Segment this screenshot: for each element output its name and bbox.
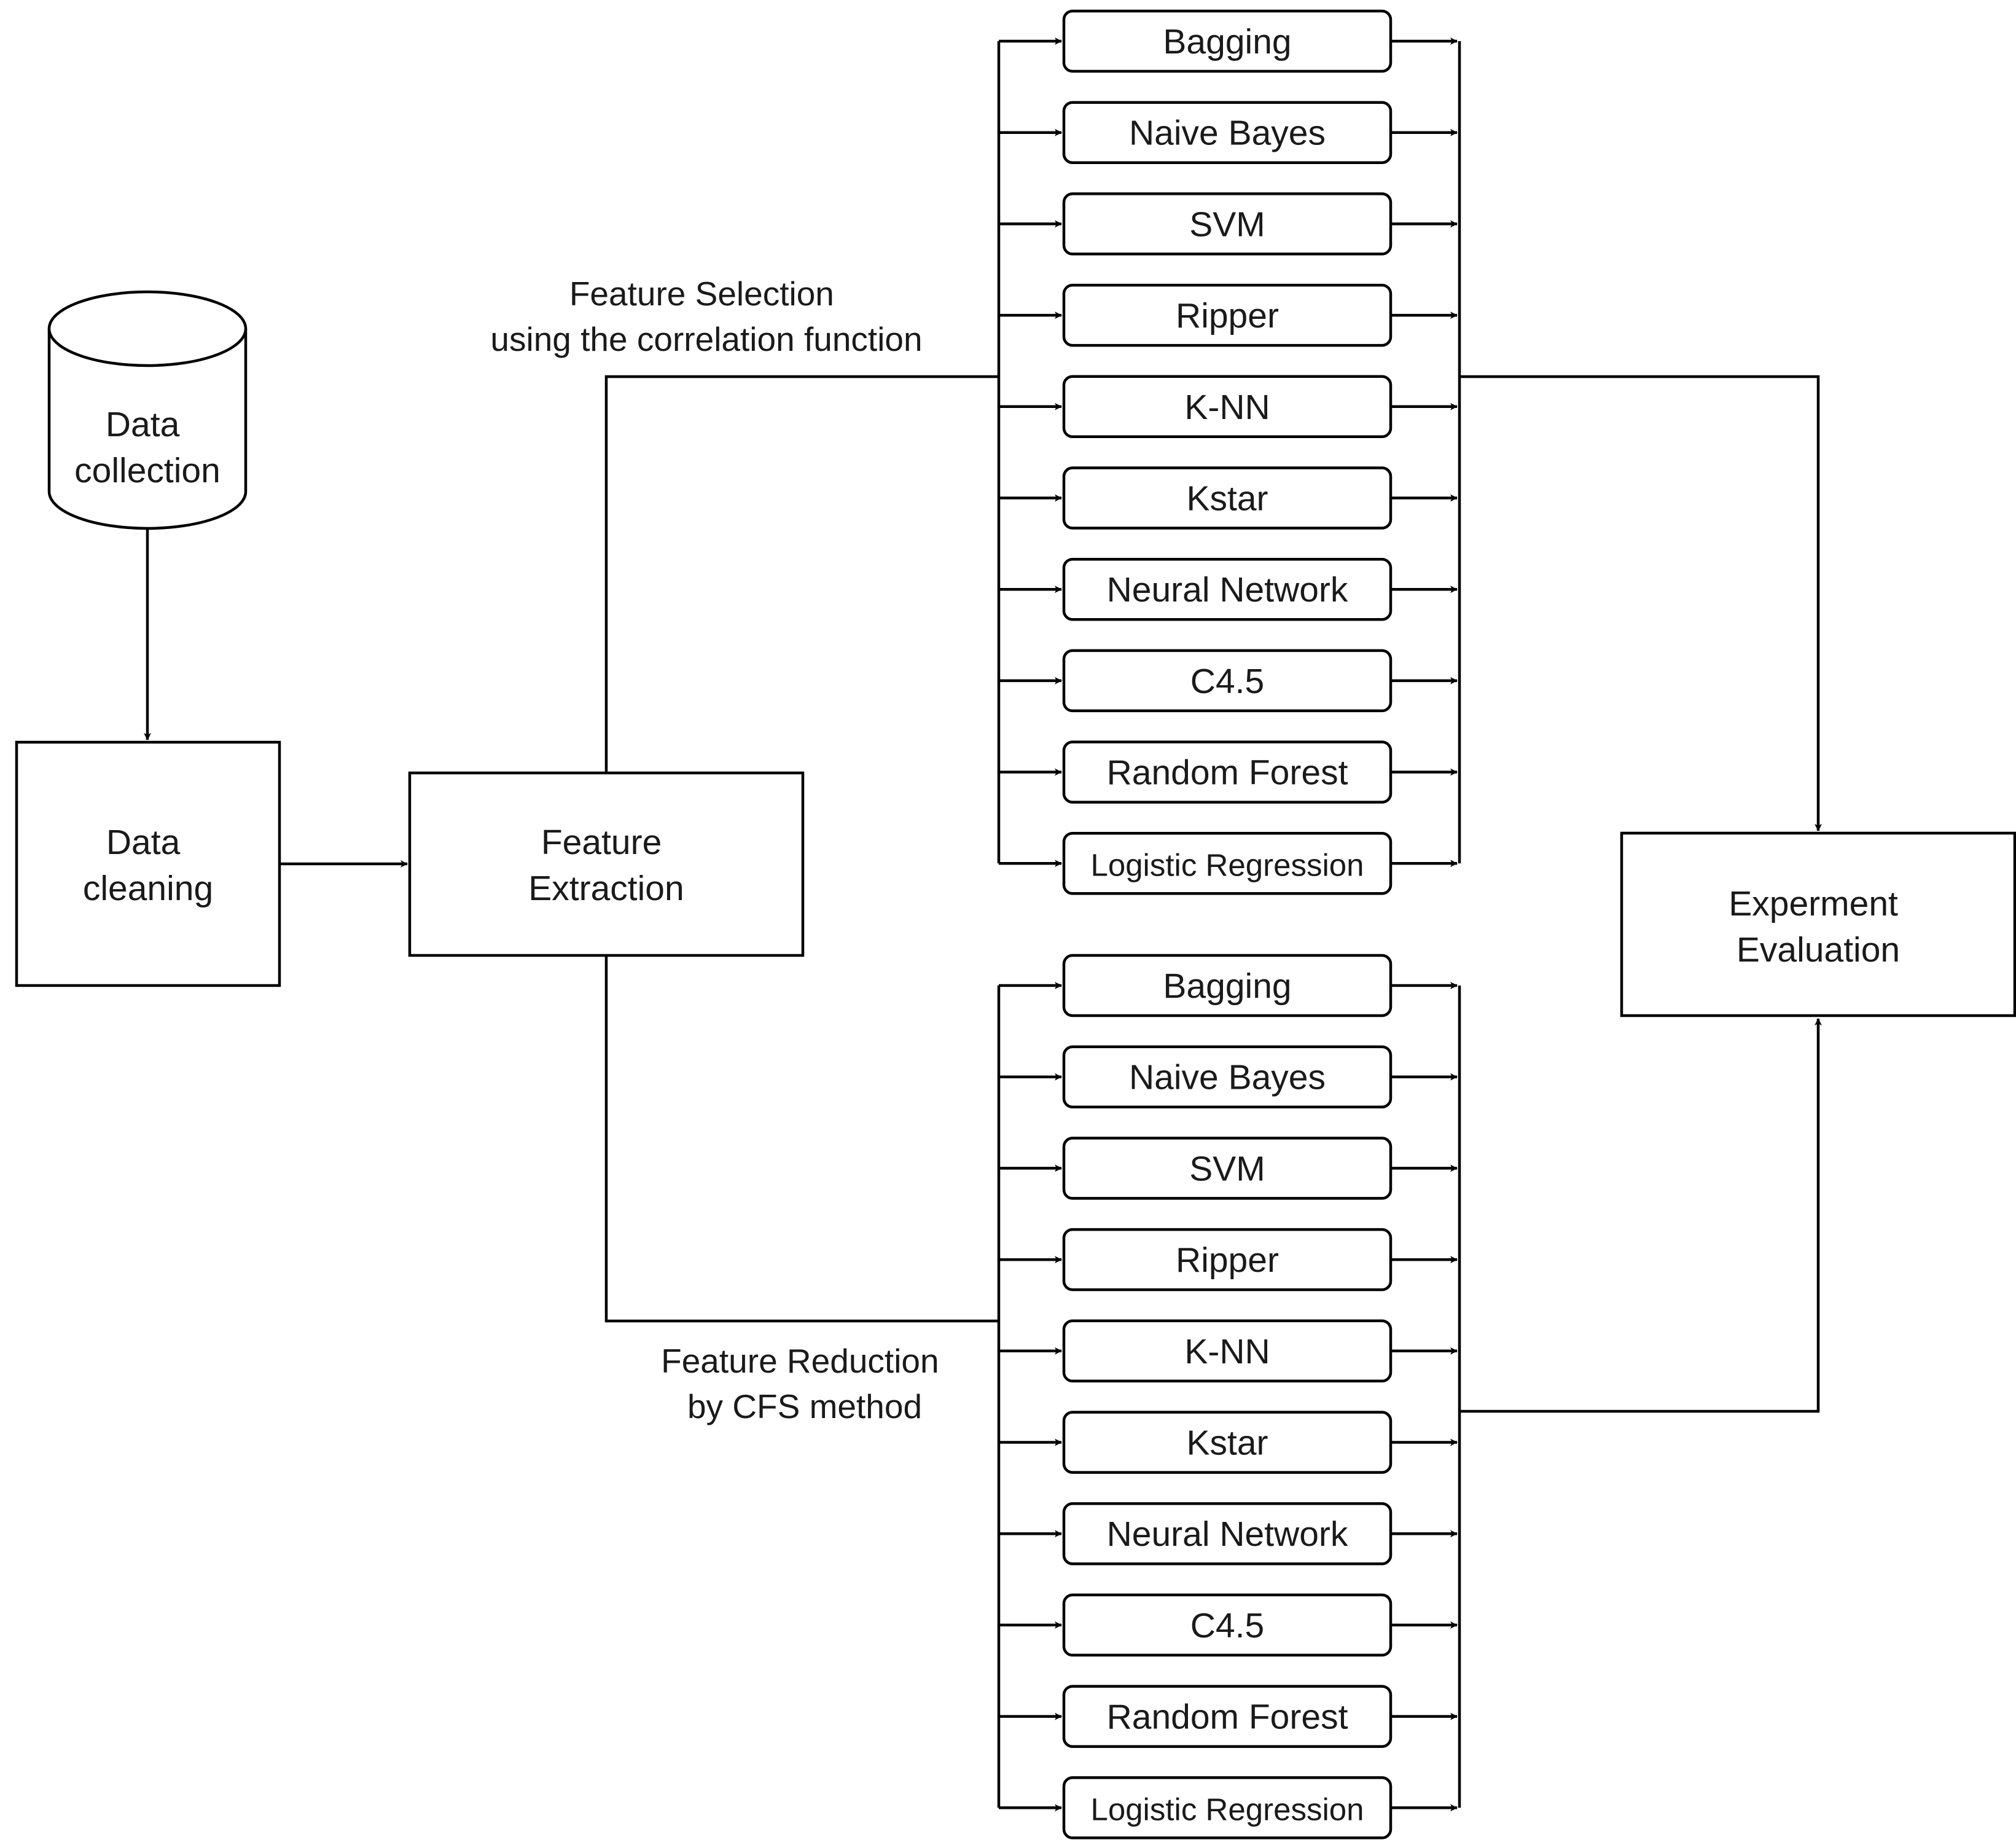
classifier-label-kstar: Kstar bbox=[1186, 479, 1268, 519]
classifier-label-naive-bayes: Naive Bayes bbox=[1129, 1058, 1326, 1097]
database-cylinder-icon bbox=[47, 329, 248, 530]
classifier-label-ripper: Ripper bbox=[1176, 1240, 1279, 1280]
classifier-label-neural-network: Neural Network bbox=[1107, 570, 1348, 609]
experiment-evaluation-label: Experment Evaluation bbox=[1729, 884, 1907, 970]
classifier-label-svm: SVM bbox=[1189, 205, 1265, 244]
classifier-label-ripper: Ripper bbox=[1176, 296, 1279, 335]
edge-extraction-to-selection bbox=[604, 375, 999, 773]
classifier-label-logistic-regression: Logistic Regression bbox=[1090, 847, 1364, 882]
feature-reduction-edge-label: Feature Reduction by CFS method bbox=[661, 1342, 948, 1425]
classifier-label-c4-5: C4.5 bbox=[1190, 1606, 1264, 1645]
classifier-label-kstar: Kstar bbox=[1186, 1424, 1268, 1463]
classifier-label-bagging: Bagging bbox=[1163, 22, 1291, 61]
feature-extraction-node: Feature Extraction bbox=[408, 771, 805, 957]
classifier-label-logistic-regression: Logistic Regression bbox=[1090, 1792, 1364, 1827]
data-collection-node: Data collection bbox=[47, 290, 248, 530]
data-cleaning-label: Data cleaning bbox=[83, 823, 213, 908]
classifier-label-neural-network: Neural Network bbox=[1107, 1515, 1348, 1554]
feature-extraction-label: Feature Extraction bbox=[528, 823, 684, 908]
database-cylinder-top bbox=[47, 290, 248, 367]
classifier-label-c4-5: C4.5 bbox=[1190, 662, 1264, 701]
feature-selection-edge-label: Feature Selection using the correlation … bbox=[490, 275, 922, 358]
data-collection-label: Data collection bbox=[74, 405, 221, 490]
classifier-label-naive-bayes: Naive Bayes bbox=[1129, 114, 1326, 153]
classifier-label-svm: SVM bbox=[1189, 1149, 1265, 1188]
data-cleaning-node: Data cleaning bbox=[15, 740, 281, 987]
edge-selection-to-evaluation bbox=[1459, 375, 1822, 831]
edge-extraction-to-reduction bbox=[604, 955, 999, 1323]
classifier-label-k-nn: K-NN bbox=[1184, 1332, 1270, 1371]
classifier-label-k-nn: K-NN bbox=[1184, 388, 1270, 427]
classifier-label-bagging: Bagging bbox=[1163, 966, 1291, 1006]
classifier-label-random-forest: Random Forest bbox=[1107, 1698, 1348, 1737]
classifier-label-random-forest: Random Forest bbox=[1107, 753, 1348, 793]
experiment-evaluation-node: Experment Evaluation bbox=[1620, 831, 2016, 1017]
edge-reduction-to-evaluation bbox=[1459, 1018, 1822, 1413]
